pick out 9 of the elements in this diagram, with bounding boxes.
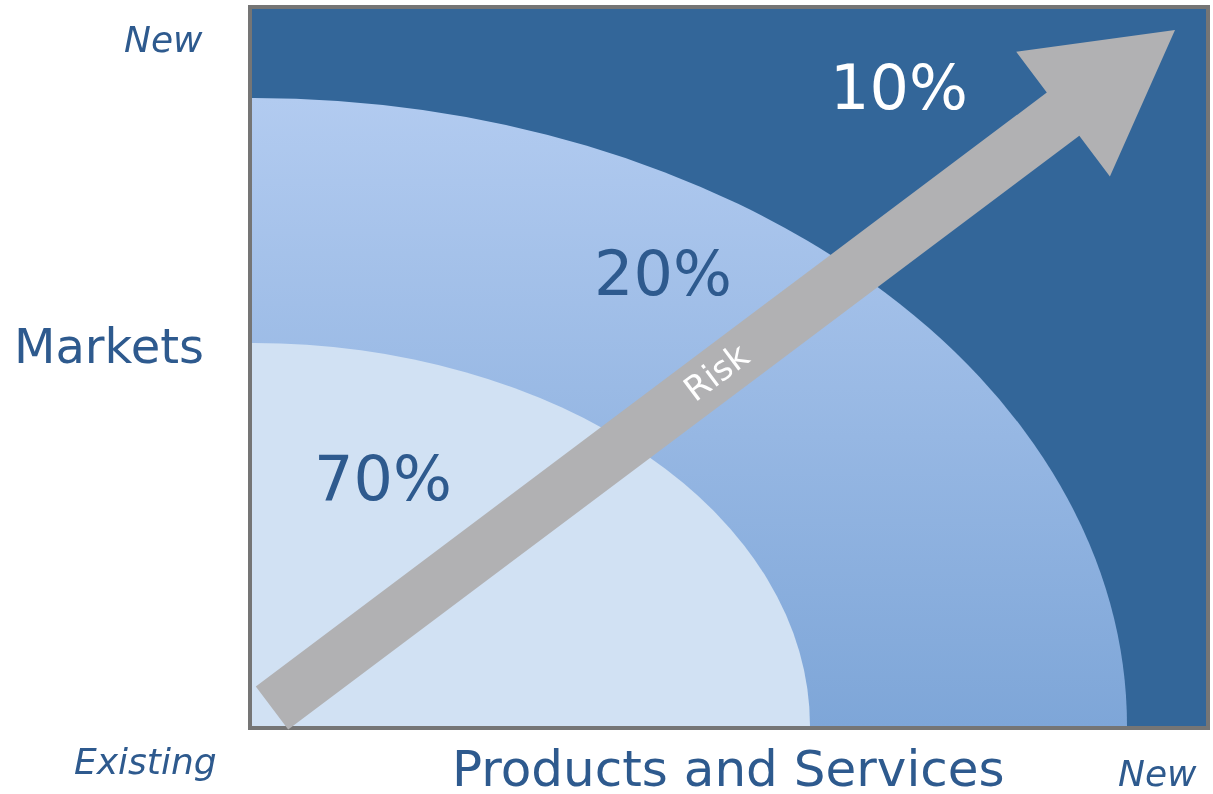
percentage-label: 70% (314, 448, 452, 510)
axis-end-label: Existing (74, 744, 217, 780)
axis-title: Products and Services (452, 744, 1005, 794)
percentage-label: 10% (830, 57, 968, 119)
arrow-label: Risk (677, 337, 755, 407)
axis-title: Markets (14, 322, 204, 370)
percentage-label: 20% (594, 243, 732, 305)
axis-end-label: New (1118, 756, 1197, 792)
axis-end-label: New (124, 22, 203, 58)
